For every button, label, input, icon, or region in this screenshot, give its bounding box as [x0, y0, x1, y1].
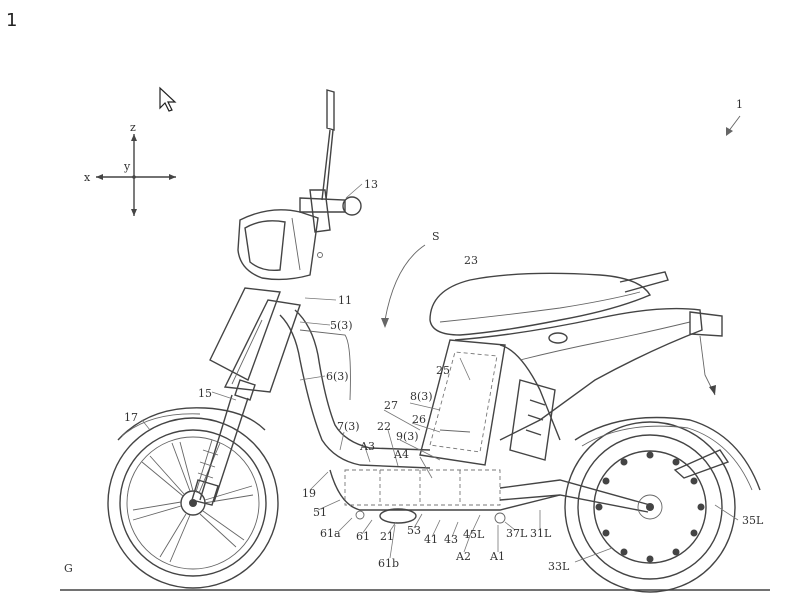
axis-y-label: y [123, 160, 131, 173]
page-number: 1 [6, 10, 18, 31]
arrow-S [384, 244, 426, 321]
ref-G: G [64, 562, 73, 575]
frame-downtube [279, 309, 431, 469]
ref-61: 61 [356, 530, 370, 543]
ref-51: 51 [313, 506, 327, 519]
axis-z-label: z [130, 121, 136, 134]
floor-unit [329, 469, 561, 524]
ref-1: 1 [736, 98, 743, 111]
ref-37L: 37L [506, 527, 528, 540]
ref-25: 25 [436, 364, 450, 377]
front-body [209, 287, 301, 393]
ref-9-3: 9(3) [396, 430, 419, 443]
ref-A2: A2 [455, 550, 471, 563]
axis-symbol: x z y [84, 121, 176, 216]
rear-wheel [564, 421, 736, 593]
ref-6-3: 6(3) [326, 370, 349, 383]
front-fork [191, 379, 256, 506]
ref-5-3: 5(3) [330, 319, 353, 332]
handlebar-grip [299, 189, 362, 233]
axis-x-label: x [84, 171, 91, 184]
seat [429, 271, 669, 336]
ref-A4: A4 [393, 448, 409, 461]
ref-41: 41 [424, 533, 438, 546]
rear-body [454, 307, 723, 441]
ref-22: 22 [377, 420, 391, 433]
battery-compartment [419, 339, 506, 466]
ref-21: 21 [380, 530, 394, 543]
ref-11: 11 [338, 294, 352, 307]
ref-19: 19 [302, 487, 316, 500]
ref-27: 27 [384, 399, 398, 412]
ref-53: 53 [407, 524, 421, 537]
ref-61a: 61a [320, 527, 341, 540]
leader-lines [141, 183, 739, 563]
ref-7-3: 7(3) [337, 420, 360, 433]
rear-fender [574, 416, 761, 491]
headlight-housing [237, 209, 323, 281]
ref-13: 13 [364, 178, 378, 191]
ref-45L: 45L [463, 528, 485, 541]
ref-33L: 33L [548, 560, 570, 573]
ref-A3: A3 [359, 440, 375, 453]
ref-8-3: 8(3) [410, 390, 433, 403]
ref-26: 26 [412, 413, 426, 426]
mouse-cursor-icon [159, 86, 177, 112]
ref-17: 17 [124, 411, 138, 424]
ref-15: 15 [198, 387, 212, 400]
ref-43: 43 [444, 533, 458, 546]
front-fender [117, 407, 266, 441]
front-wheel [107, 417, 279, 589]
ref-35L: 35L [742, 514, 764, 527]
antenna [321, 89, 335, 201]
swing-arm [499, 379, 651, 513]
ref-S: S [432, 230, 440, 243]
ref-31L: 31L [530, 527, 552, 540]
reference-labels: 1 13 S 23 11 5(3) 6(3) 25 15 17 8(3) 27 … [64, 98, 764, 575]
ref-23: 23 [464, 254, 478, 267]
ref-61b: 61b [378, 557, 399, 570]
ref-A1: A1 [489, 550, 505, 563]
